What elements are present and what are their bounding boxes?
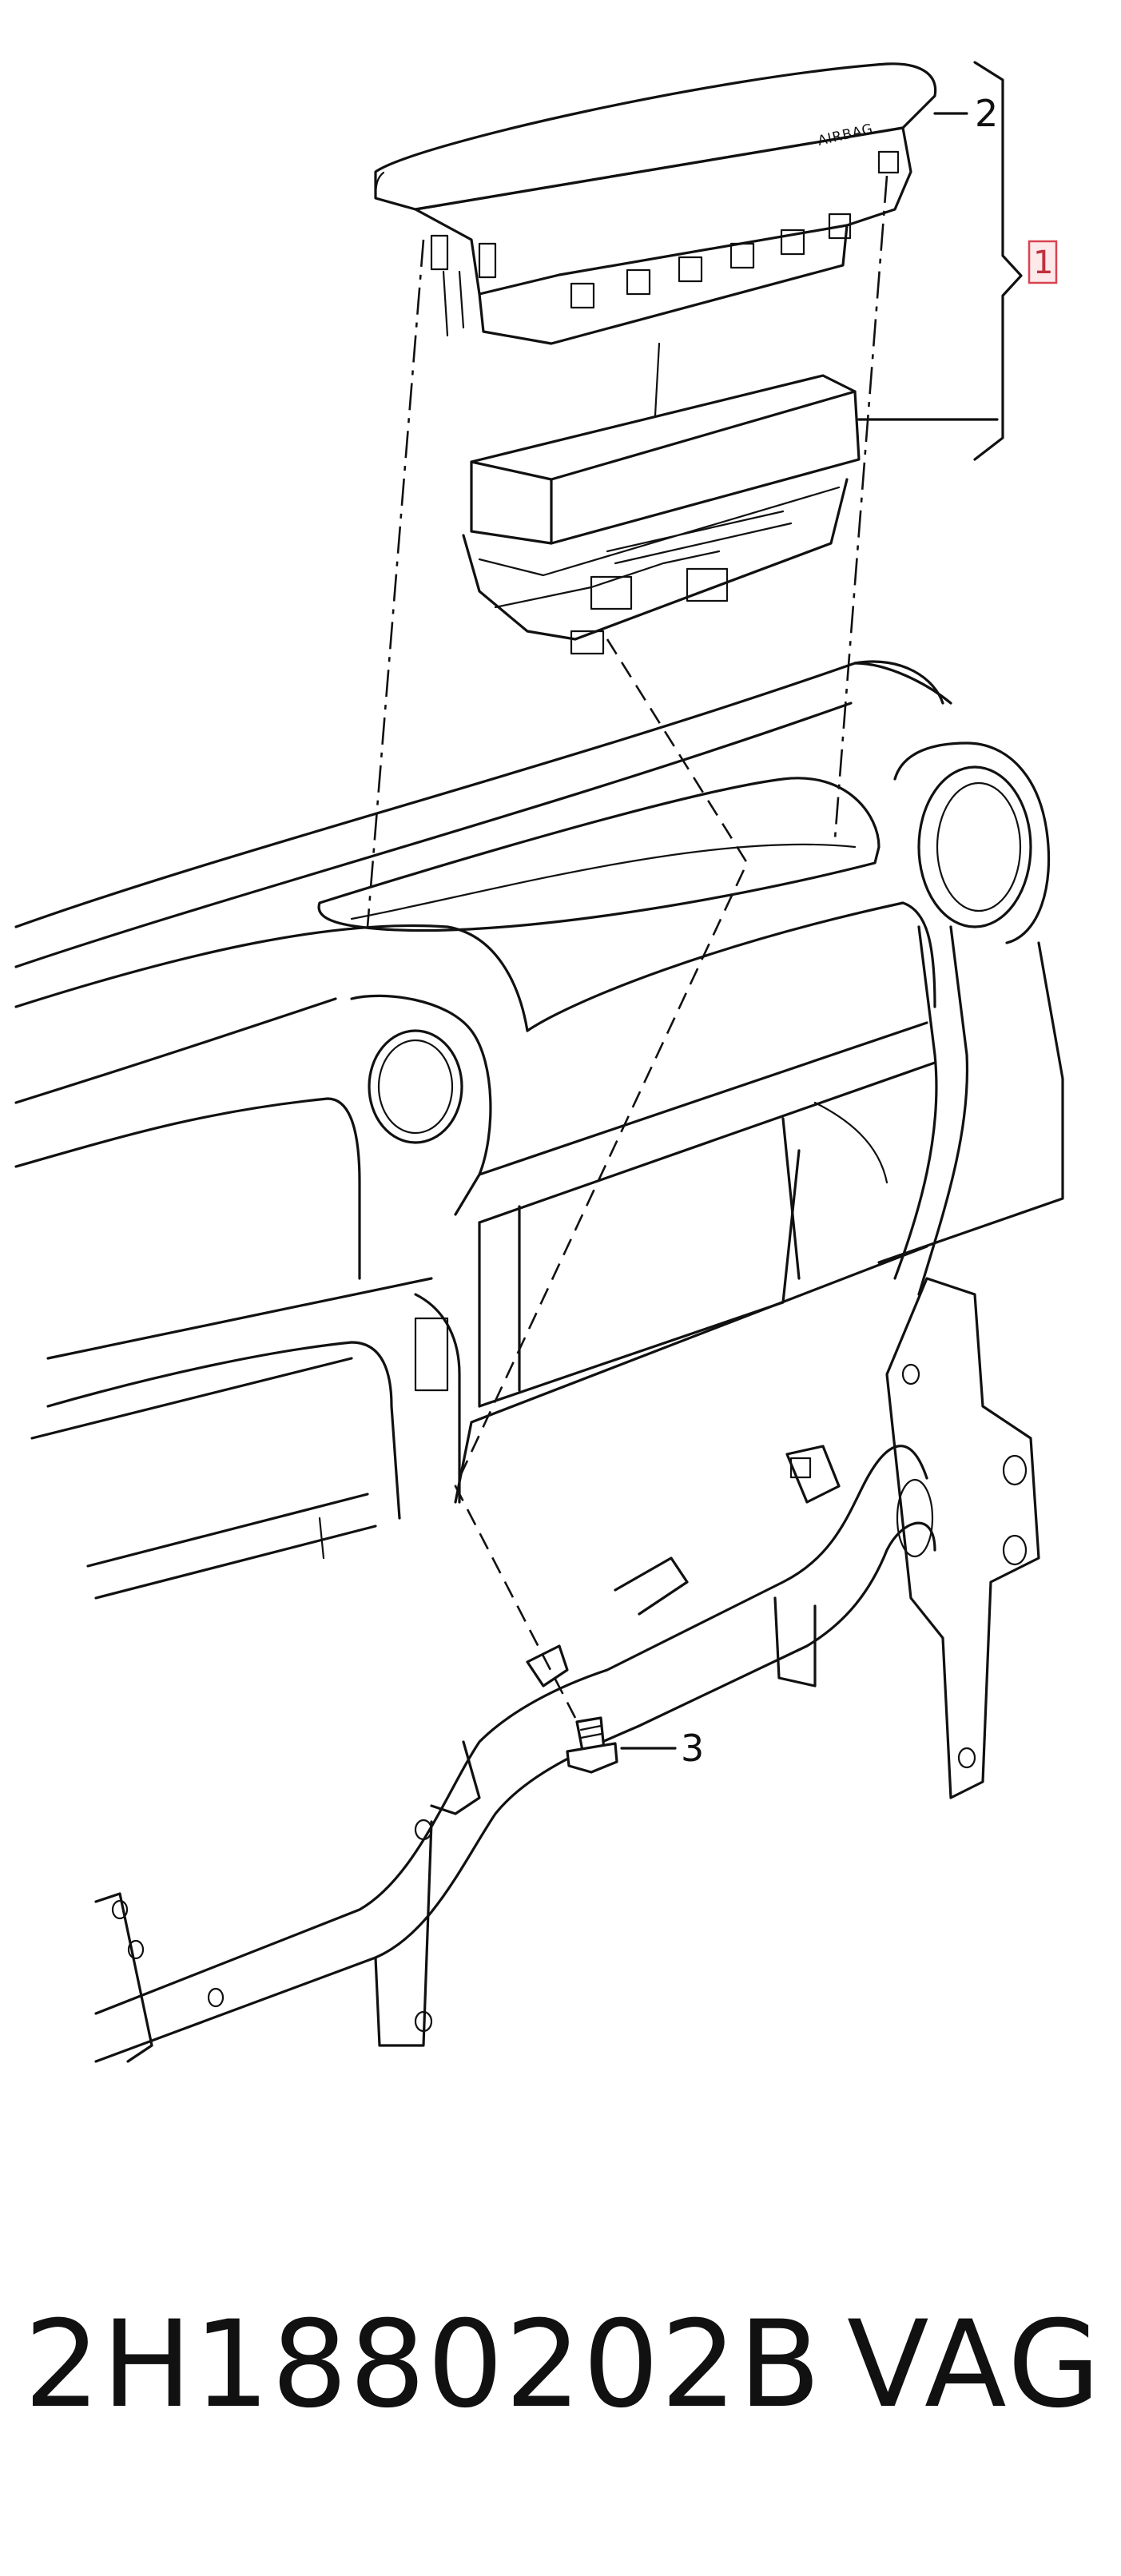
callout-leaders (620, 61, 1023, 1750)
cover-clips (430, 150, 900, 309)
exploded-parts-diagram: AIRBAG (14, 61, 1064, 2063)
mounting-bolt (566, 1716, 618, 1774)
callout-2: 2 (975, 92, 998, 135)
callout-3: 3 (681, 1727, 704, 1770)
part-number: 2H1880202B (24, 2296, 823, 2435)
assembly-guide-lines (366, 175, 888, 1719)
footer: 2H1880202B VAG (0, 2301, 1121, 2429)
brand-name: VAG (847, 2296, 1104, 2435)
module-mount-brackets (570, 510, 793, 655)
dashboard (14, 660, 1064, 1600)
callout-1-highlight (1028, 240, 1058, 284)
callout-1: 1 (1033, 244, 1053, 281)
cross-car-beam (94, 1277, 1040, 2063)
airbag-cover: AIRBAG (374, 62, 937, 345)
airbag-module (462, 374, 861, 655)
